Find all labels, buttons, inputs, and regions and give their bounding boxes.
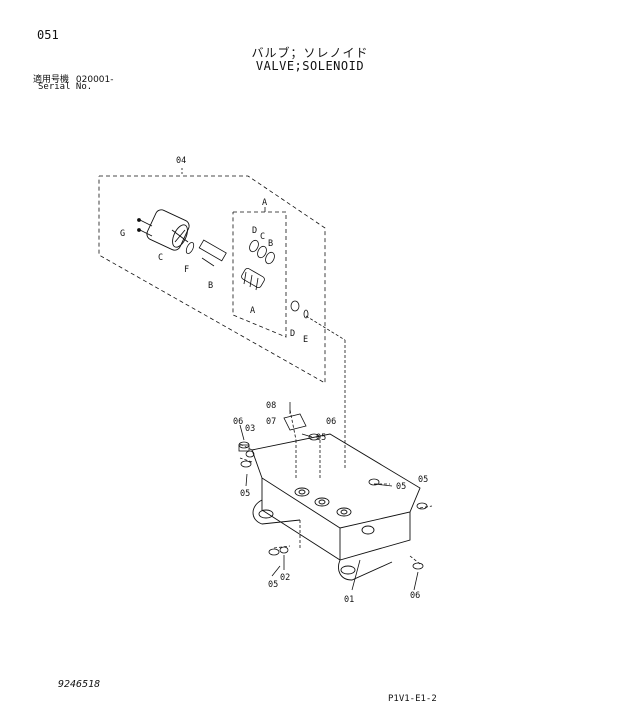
o-ring-f (185, 242, 195, 254)
serial-label-english: Serial No. (38, 82, 93, 92)
callout-e: E (303, 335, 308, 345)
callout-05-c: 05 (396, 482, 406, 492)
callout-05-e: 05 (268, 580, 278, 590)
callout-03: 03 (245, 424, 255, 434)
page-code: P1V1-E1-2 (388, 694, 437, 704)
callout-05-b: 05 (240, 489, 250, 499)
callout-b-top: B (268, 239, 273, 249)
serial-label-japanese: 適用号機 020001- (33, 72, 114, 85)
title-japanese: バルブ；ソレノイド (251, 46, 369, 60)
valve-body (251, 433, 421, 581)
solenoid-coil (146, 209, 190, 251)
callout-a-top: A (262, 198, 267, 208)
callout-a-bottom: A (250, 306, 255, 316)
subassembly-outline (98, 175, 326, 384)
callout-07: 07 (266, 417, 276, 427)
callout-04: 04 (176, 156, 186, 166)
callout-06-bottom: 06 (410, 591, 420, 601)
document-number: 9246518 (58, 679, 101, 690)
callout-d-top: D (252, 226, 257, 236)
solenoid-stem (198, 239, 227, 267)
serial-label-jp: 適用号機 (33, 75, 70, 85)
callout-05-d: 05 (418, 475, 428, 485)
callout-d-bottom: D (290, 329, 295, 339)
callout-01: 01 (344, 595, 354, 605)
callout-f: F (184, 265, 189, 275)
callout-c-top: C (260, 232, 265, 242)
spool-kit-outline (232, 211, 287, 338)
callout-g: G (120, 229, 125, 239)
callout-c-left: C (158, 253, 163, 263)
callout-08: 08 (266, 401, 276, 411)
spool-a (241, 268, 265, 291)
callout-b-left: B (208, 281, 213, 291)
callout-06-right: 06 (326, 417, 336, 427)
callout-05-a: 05 (316, 433, 326, 443)
callout-06-left: 06 (233, 417, 243, 427)
callout-02: 02 (280, 573, 290, 583)
page-number: 051 (37, 28, 59, 42)
page-title: VALVE;SOLENOID (255, 59, 365, 73)
serial-range: 020001- (75, 75, 114, 85)
